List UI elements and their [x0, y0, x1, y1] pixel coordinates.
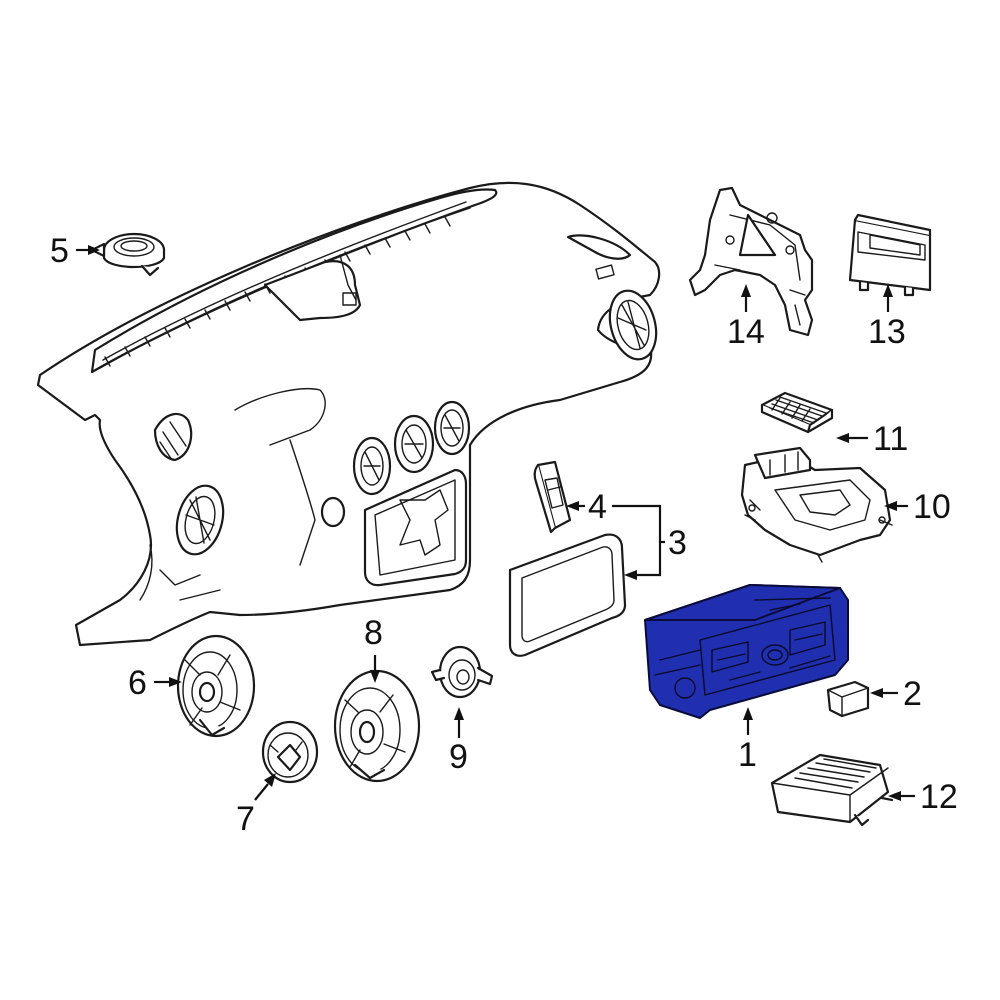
callout-9: 9 — [449, 738, 468, 776]
part-8-speaker — [333, 669, 421, 783]
part-5-tweeter — [90, 232, 166, 277]
part-12-amplifier — [770, 753, 894, 827]
left-round-vent — [175, 484, 225, 556]
callout-11: 11 — [873, 420, 908, 458]
part-9-tweeter — [430, 645, 494, 699]
part-1-head-unit — [644, 584, 849, 719]
callout-2: 2 — [903, 675, 922, 713]
part-3-display — [508, 533, 627, 657]
part-14-bracket — [688, 186, 814, 337]
callout-14: 14 — [727, 313, 765, 351]
dashboard-panel — [36, 181, 661, 647]
part-4-switch — [533, 460, 572, 534]
left-upper-vent — [153, 412, 193, 462]
center-vents — [320, 400, 471, 528]
part-11-filter — [760, 391, 834, 434]
part-10-control-unit — [740, 446, 893, 563]
callout-12: 12 — [920, 778, 958, 816]
part-6-speaker — [176, 634, 256, 738]
part-7-tweeter — [261, 720, 319, 784]
callout-1: 1 — [738, 736, 757, 774]
right-air-vent — [608, 289, 658, 361]
callout-labels: 5 14 13 11 10 4 3 6 7 8 9 1 2 12 — [50, 232, 958, 838]
leader-lines — [76, 245, 915, 801]
part-13-module — [848, 213, 932, 297]
callout-6: 6 — [128, 664, 147, 702]
callout-4: 4 — [588, 488, 607, 526]
callout-8: 8 — [364, 614, 383, 652]
callout-7: 7 — [236, 800, 255, 838]
part-2-module — [826, 680, 870, 718]
callout-13: 13 — [868, 313, 906, 351]
callout-5: 5 — [50, 232, 69, 270]
callout-3: 3 — [668, 524, 687, 562]
callout-10: 10 — [913, 488, 951, 526]
